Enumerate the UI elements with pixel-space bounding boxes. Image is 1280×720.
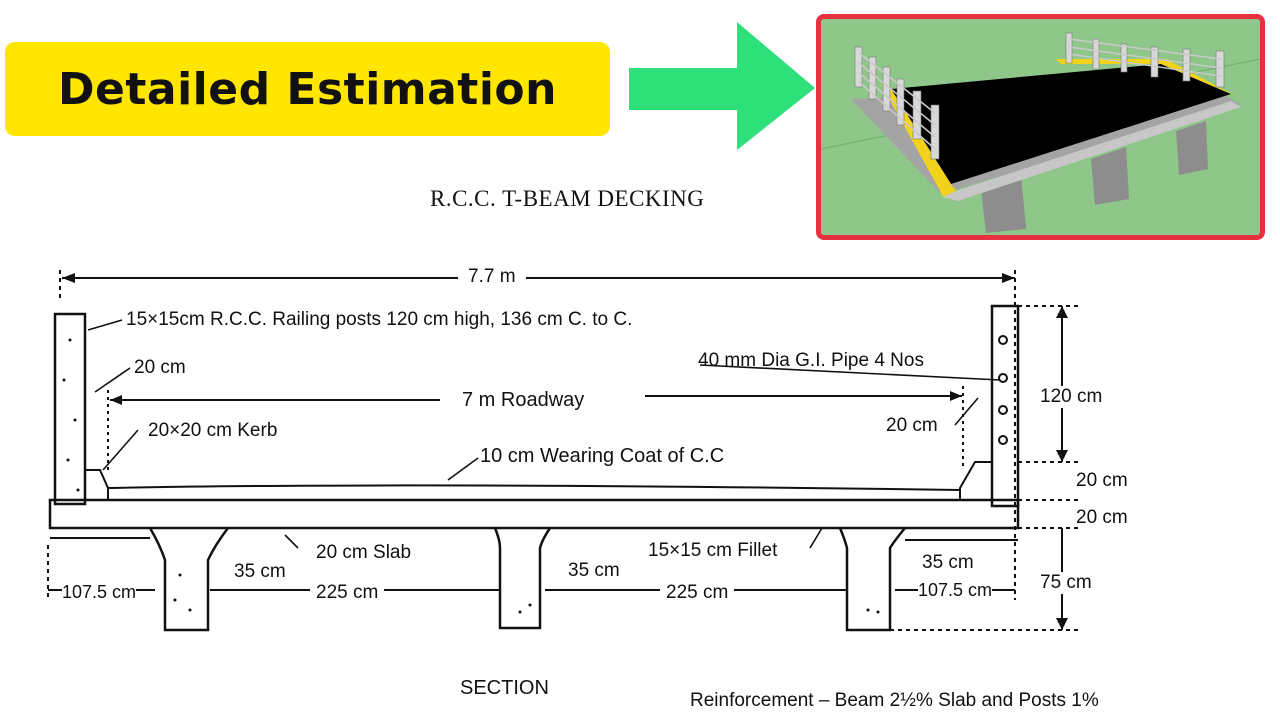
slab-label: 20 cm Slab (316, 542, 412, 563)
drawing-title: R.C.C. T-BEAM DECKING (430, 186, 705, 211)
railing-posts-label: 15×15cm R.C.C. Railing posts 120 cm high… (126, 309, 633, 330)
overhang-right-label: 107.5 cm (918, 580, 993, 601)
right-20cm-label: 20 cm (886, 415, 938, 436)
fillet-label: 15×15 cm Fillet (648, 540, 778, 561)
beam-mid-label: 35 cm (568, 560, 620, 581)
kerb-label: 20×20 cm Kerb (148, 420, 278, 441)
arrow-right-icon (629, 22, 815, 150)
height-20a-label: 20 cm (1076, 470, 1128, 491)
height-20b-label: 20 cm (1076, 507, 1128, 528)
page-title: Detailed Estimation (58, 64, 557, 115)
bridge-render-preview (816, 14, 1265, 240)
span-right-label: 225 cm (660, 582, 735, 604)
section-label: SECTION (460, 677, 549, 699)
beam-right-label: 35 cm (922, 552, 974, 573)
wearing-coat-label: 10 cm Wearing Coat of C.C (480, 445, 725, 467)
left-20cm-label: 20 cm (134, 357, 186, 378)
reinforcement-note: Reinforcement – Beam 2½% Slab and Posts … (690, 690, 1099, 711)
beam-left-label: 35 cm (234, 561, 286, 582)
gi-pipe-label: 40 mm Dia G.I. Pipe 4 Nos (698, 350, 924, 371)
height-120-label: 120 cm (1040, 386, 1103, 408)
bridge-3d-model (821, 19, 1260, 235)
overhang-left-label: 107.5 cm (62, 582, 137, 603)
roadway-label: 7 m Roadway (462, 389, 585, 411)
height-75-label: 75 cm (1040, 572, 1092, 594)
overall-width-label: 7.7 m (458, 266, 526, 288)
span-left-label: 225 cm (310, 582, 385, 604)
title-banner: Detailed Estimation (5, 42, 610, 136)
